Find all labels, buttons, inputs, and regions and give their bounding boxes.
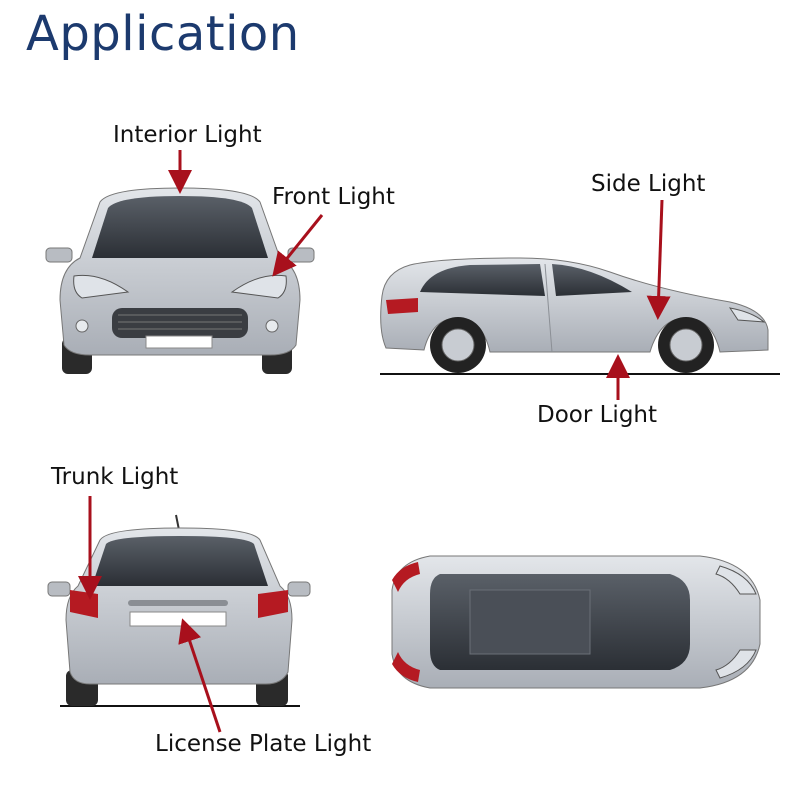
rear-left-mirror bbox=[47, 581, 71, 597]
label-license-plate-light: License Plate Light bbox=[155, 731, 372, 757]
callout-arrows bbox=[78, 150, 671, 733]
side-tail-light bbox=[386, 298, 418, 314]
page-title: Application bbox=[26, 6, 300, 62]
car-side-view bbox=[380, 257, 780, 375]
rear-right-tail-light bbox=[258, 590, 288, 618]
top-left-tail-light bbox=[392, 562, 420, 592]
label-front-light: Front Light bbox=[272, 184, 395, 210]
front-right-fog-icon bbox=[265, 319, 279, 333]
label-side-light: Side Light bbox=[591, 171, 706, 197]
rear-trim bbox=[128, 600, 228, 606]
car-top-view bbox=[391, 555, 761, 689]
rear-license-plate bbox=[129, 611, 227, 627]
front-left-fog-icon bbox=[75, 319, 89, 333]
label-trunk-light: Trunk Light bbox=[51, 464, 179, 490]
side-light-arrow bbox=[646, 199, 671, 320]
side-rear-window bbox=[420, 264, 545, 296]
front-right-headlight bbox=[230, 274, 287, 299]
top-sunroof bbox=[469, 589, 591, 655]
top-right-tail-light bbox=[392, 652, 420, 682]
front-grille bbox=[112, 308, 248, 338]
side-headlight bbox=[728, 307, 766, 323]
label-door-light: Door Light bbox=[537, 402, 658, 428]
top-left-headlight bbox=[715, 565, 757, 595]
front-license-plate bbox=[145, 335, 213, 349]
side-door-seam bbox=[544, 263, 553, 353]
label-interior-light: Interior Light bbox=[113, 122, 262, 148]
rear-right-mirror bbox=[287, 581, 311, 597]
car-front-view bbox=[45, 187, 315, 374]
front-light-arrow bbox=[272, 214, 324, 277]
top-right-headlight bbox=[715, 649, 757, 679]
side-front-window bbox=[552, 264, 632, 296]
front-left-mirror bbox=[45, 247, 73, 263]
car-rear-view bbox=[47, 514, 311, 707]
front-windshield bbox=[92, 196, 268, 258]
rear-window bbox=[92, 536, 268, 586]
license-plate-light-arrow bbox=[178, 618, 222, 733]
front-left-headlight bbox=[73, 274, 130, 299]
